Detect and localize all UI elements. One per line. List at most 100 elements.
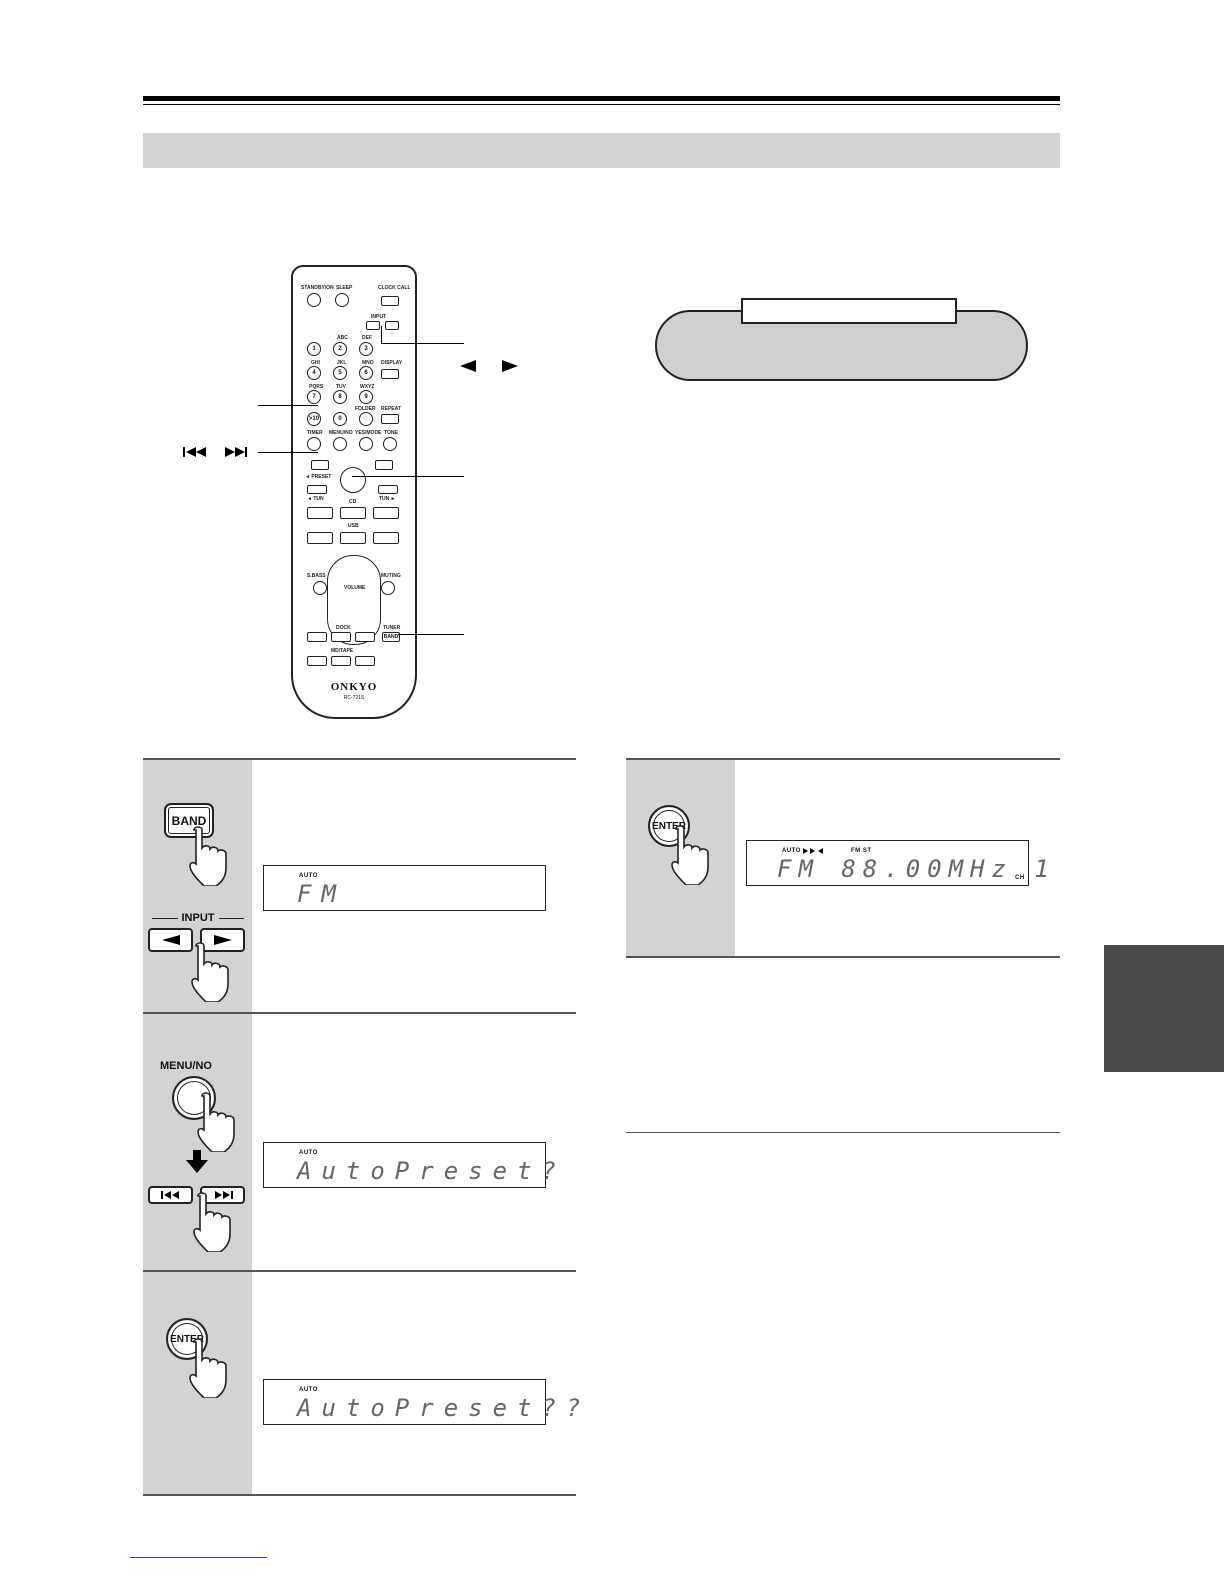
- step4-lcd-display: AUTO FM ST FM 88.00MHz 1 CH: [746, 840, 1049, 886]
- skip-prev-next-icon: [183, 447, 247, 457]
- dock-play-button[interactable]: [355, 632, 375, 642]
- display-button[interactable]: [381, 369, 399, 379]
- step2-lcd-display: AUTO AutoPreset?: [263, 1142, 556, 1188]
- yes-mode-button[interactable]: [359, 437, 373, 451]
- jkl-label: JKL: [337, 360, 347, 366]
- muting-label: MUTING: [381, 573, 401, 579]
- usb-stop-button[interactable]: [340, 532, 366, 544]
- tuner-band-button[interactable]: BAND: [382, 632, 400, 642]
- pointing-hand-icon: [671, 825, 709, 885]
- num-2-button[interactable]: 2: [333, 342, 347, 356]
- num-9-button[interactable]: 9: [359, 390, 373, 404]
- yes-mode-label: YES/MODE: [355, 430, 382, 436]
- down-arrow-icon: [186, 1150, 208, 1173]
- cd-label: CD: [349, 499, 357, 505]
- md-play-button[interactable]: [355, 656, 375, 666]
- leader-enter: [352, 476, 464, 477]
- ghi-label: GHI: [311, 360, 320, 366]
- folder-button[interactable]: [359, 412, 373, 426]
- next-button[interactable]: [375, 460, 393, 470]
- standby-label: STANDBY/ON: [301, 285, 334, 291]
- header-rule-thin: [143, 104, 1060, 105]
- lcd-channel-unit: CH: [1015, 875, 1025, 881]
- step2-icon-panel: [143, 1014, 252, 1270]
- skip-next-icon: [214, 1191, 233, 1199]
- input-left-key[interactable]: [148, 928, 193, 952]
- abc-label: ABC: [337, 335, 348, 341]
- cd-pause-button[interactable]: [307, 507, 333, 519]
- step1-top-rule: [143, 758, 576, 760]
- menu-no-caption: MENU/NO: [160, 1060, 212, 1072]
- pointing-hand-icon: [197, 1092, 235, 1152]
- tone-button[interactable]: [383, 437, 397, 451]
- clock-call-label: CLOCK CALL: [378, 285, 411, 291]
- input-right-button[interactable]: [385, 321, 399, 330]
- pointing-hand-icon: [193, 1192, 231, 1252]
- enter-dial[interactable]: [340, 467, 366, 493]
- input-arrows-icon: [460, 360, 518, 372]
- num-3-button[interactable]: 3: [359, 342, 373, 356]
- muting-button[interactable]: [381, 581, 395, 595]
- dock-pause-button[interactable]: [307, 632, 327, 642]
- timer-button[interactable]: [307, 437, 321, 451]
- ffwd-button[interactable]: [378, 485, 398, 494]
- repeat-button[interactable]: [381, 414, 399, 424]
- tuned-indicator-icon: [803, 848, 823, 854]
- lcd-auto-indicator: AUTO: [782, 848, 801, 854]
- remote-control-illustration: STANDBY/ON SLEEP CLOCK CALL INPUT ABC DE…: [291, 265, 417, 719]
- md-tape-label: MD/TAPE: [331, 648, 354, 654]
- repeat-label: REPEAT: [381, 406, 401, 412]
- clock-call-button[interactable]: [381, 296, 399, 306]
- prev-button[interactable]: [311, 460, 329, 470]
- sbass-button[interactable]: [313, 581, 327, 595]
- num-0-button[interactable]: 0: [333, 412, 347, 426]
- pqrs-label: PQRS: [309, 384, 324, 390]
- skip-next-key[interactable]: [200, 1186, 245, 1204]
- input-caption: INPUT: [152, 912, 244, 924]
- standby-button[interactable]: [307, 293, 321, 307]
- footer-link-underline[interactable]: [130, 1557, 267, 1558]
- tun-right-label: TUN ►: [379, 496, 396, 502]
- skip-prev-key[interactable]: [148, 1186, 193, 1204]
- lcd-auto-indicator: AUTO: [299, 1150, 318, 1156]
- num-10plus-button[interactable]: >10: [307, 412, 321, 426]
- md-stop-button[interactable]: [331, 656, 351, 666]
- chapter-side-tab: [1104, 945, 1224, 1072]
- num-6-button[interactable]: 6: [359, 366, 373, 380]
- remote-model-number: RC-721S: [343, 695, 365, 701]
- cd-play-button[interactable]: [373, 507, 399, 519]
- right-arrow-icon: [213, 935, 232, 945]
- num-4-button[interactable]: 4: [307, 366, 321, 380]
- step3-bottom-rule: [143, 1494, 576, 1496]
- step3-lcd-display: AUTO AutoPreset??: [263, 1379, 580, 1425]
- menu-no-button[interactable]: [333, 437, 347, 451]
- num-5-button[interactable]: 5: [333, 366, 347, 380]
- rewind-button[interactable]: [307, 485, 327, 494]
- input-right-key[interactable]: [200, 928, 245, 952]
- cd-stop-button[interactable]: [340, 507, 366, 519]
- leader-menu-no: [258, 405, 318, 406]
- dock-stop-button[interactable]: [331, 632, 351, 642]
- input-left-button[interactable]: [366, 321, 380, 330]
- leader-input-arrows-v: [381, 326, 382, 343]
- volume-label: VOLUME: [344, 585, 366, 591]
- section-heading-bar: [143, 133, 1060, 168]
- num-7-button[interactable]: 7: [307, 390, 321, 404]
- sleep-button[interactable]: [335, 293, 349, 307]
- volume-rocker[interactable]: [327, 555, 381, 645]
- pointing-hand-icon: [189, 1338, 227, 1398]
- leader-skip: [258, 452, 318, 453]
- num-1-button[interactable]: 1: [307, 342, 321, 356]
- usb-pause-button[interactable]: [307, 532, 333, 544]
- lcd-text: AutoPreset?: [297, 1157, 566, 1185]
- tuv-label: TUV: [336, 384, 346, 390]
- usb-play-button[interactable]: [373, 532, 399, 544]
- band-key[interactable]: BAND: [164, 803, 214, 838]
- lcd-auto-indicator: AUTO: [299, 1387, 318, 1393]
- lcd-fm-stereo-indicator: FM ST: [851, 848, 872, 854]
- md-pause-button[interactable]: [307, 656, 327, 666]
- num-8-button[interactable]: 8: [333, 390, 347, 404]
- header-rule-thick: [143, 96, 1060, 101]
- display-label: DISPLAY: [381, 360, 403, 366]
- note-callout-label: [741, 298, 957, 324]
